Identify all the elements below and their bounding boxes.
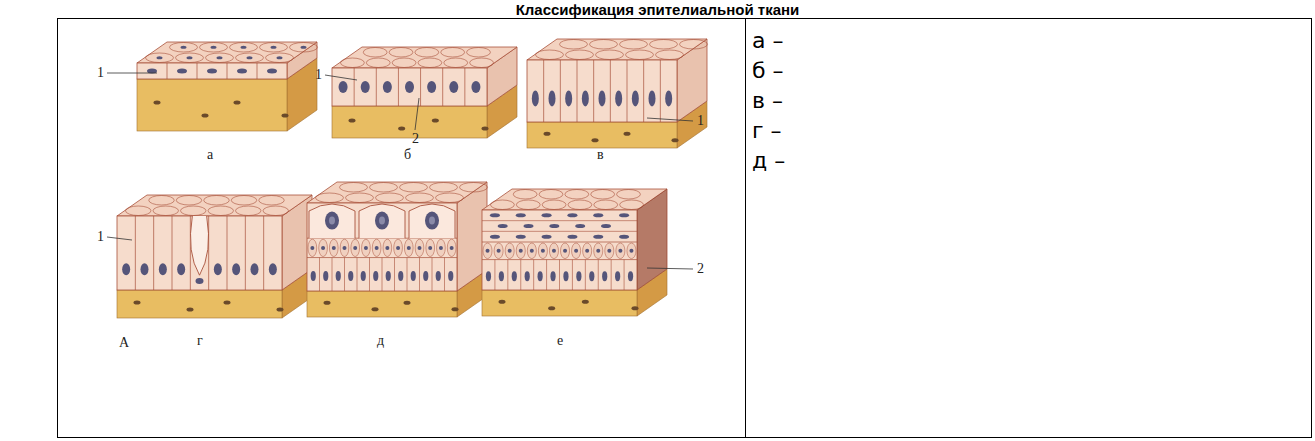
tissue-block [137, 42, 318, 131]
callout-number: 1 [97, 66, 104, 80]
leader-line [415, 98, 419, 130]
tissue-block [527, 39, 708, 148]
callout-number: 1 [97, 230, 104, 244]
tissue-block [117, 195, 312, 318]
tissue-block [332, 47, 517, 138]
answer-line: д – [752, 150, 785, 172]
letter-label: е [557, 334, 563, 348]
epithelium-illustration [57, 18, 745, 438]
leader-line [325, 75, 357, 80]
tissue-block [482, 189, 667, 316]
callout-number: 1 [697, 114, 704, 128]
callout-number: 2 [697, 262, 704, 276]
letter-label: А [119, 336, 129, 350]
answer-line: г – [752, 120, 782, 142]
letter-label: в [597, 148, 604, 162]
answer-line: в – [752, 90, 783, 112]
callout-number: 2 [412, 132, 419, 146]
leader-line [107, 237, 132, 240]
answer-line: б – [752, 60, 784, 82]
letter-label: г [197, 334, 203, 348]
letter-label: б [404, 148, 411, 162]
leader-line [107, 73, 157, 74]
leader-line [647, 268, 693, 269]
letter-label: д [377, 334, 384, 348]
answer-line: а – [752, 30, 783, 52]
letter-label: а [207, 148, 213, 162]
callout-number: 1 [315, 68, 322, 82]
tissue-block [307, 182, 488, 317]
leader-line [647, 118, 693, 121]
table-title: Классификация эпителиальной ткани [0, 1, 1315, 18]
